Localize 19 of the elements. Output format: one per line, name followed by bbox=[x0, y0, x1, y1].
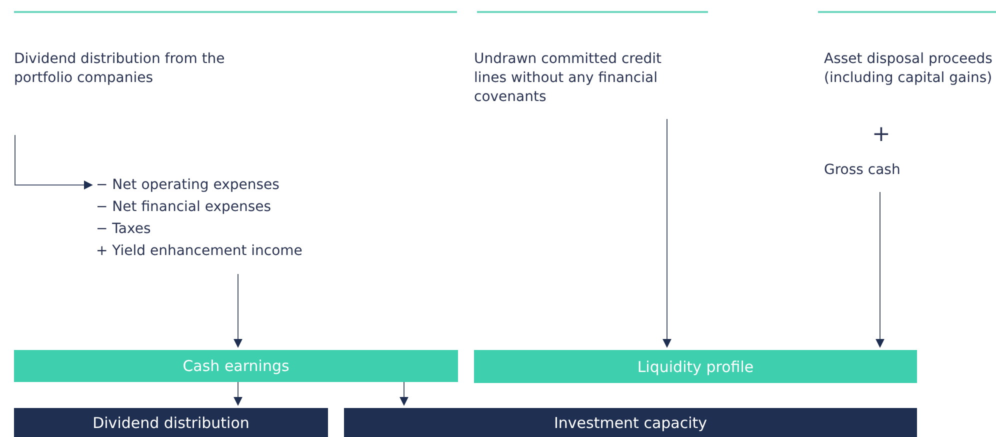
arrow bbox=[234, 382, 242, 406]
source-text: Gross cash bbox=[824, 161, 934, 180]
source-text: Dividend distribution from the portfolio companies bbox=[14, 50, 284, 107]
arrow bbox=[876, 192, 884, 348]
arrow bbox=[234, 274, 242, 348]
list-item: − Net operating expenses bbox=[96, 176, 280, 195]
arrow bbox=[400, 382, 408, 406]
source-text: Undrawn committed credit lines without any financial covenants bbox=[474, 50, 694, 107]
label-bar: Investment capacity bbox=[344, 408, 917, 437]
plus-sign: + bbox=[872, 124, 890, 146]
list-item: − Taxes bbox=[96, 220, 152, 239]
source-text: Asset disposal proceeds (including capital gains) bbox=[824, 50, 996, 107]
label-bar: Liquidity profile bbox=[474, 350, 917, 383]
label-bar: Dividend distribution bbox=[14, 408, 328, 437]
list-item: − Net financial expenses bbox=[96, 198, 272, 217]
arrow bbox=[662, 118, 672, 348]
arrow bbox=[14, 134, 93, 190]
list-item: + Yield enhancement income bbox=[96, 242, 304, 261]
label-bar: Cash earnings bbox=[14, 350, 458, 382]
